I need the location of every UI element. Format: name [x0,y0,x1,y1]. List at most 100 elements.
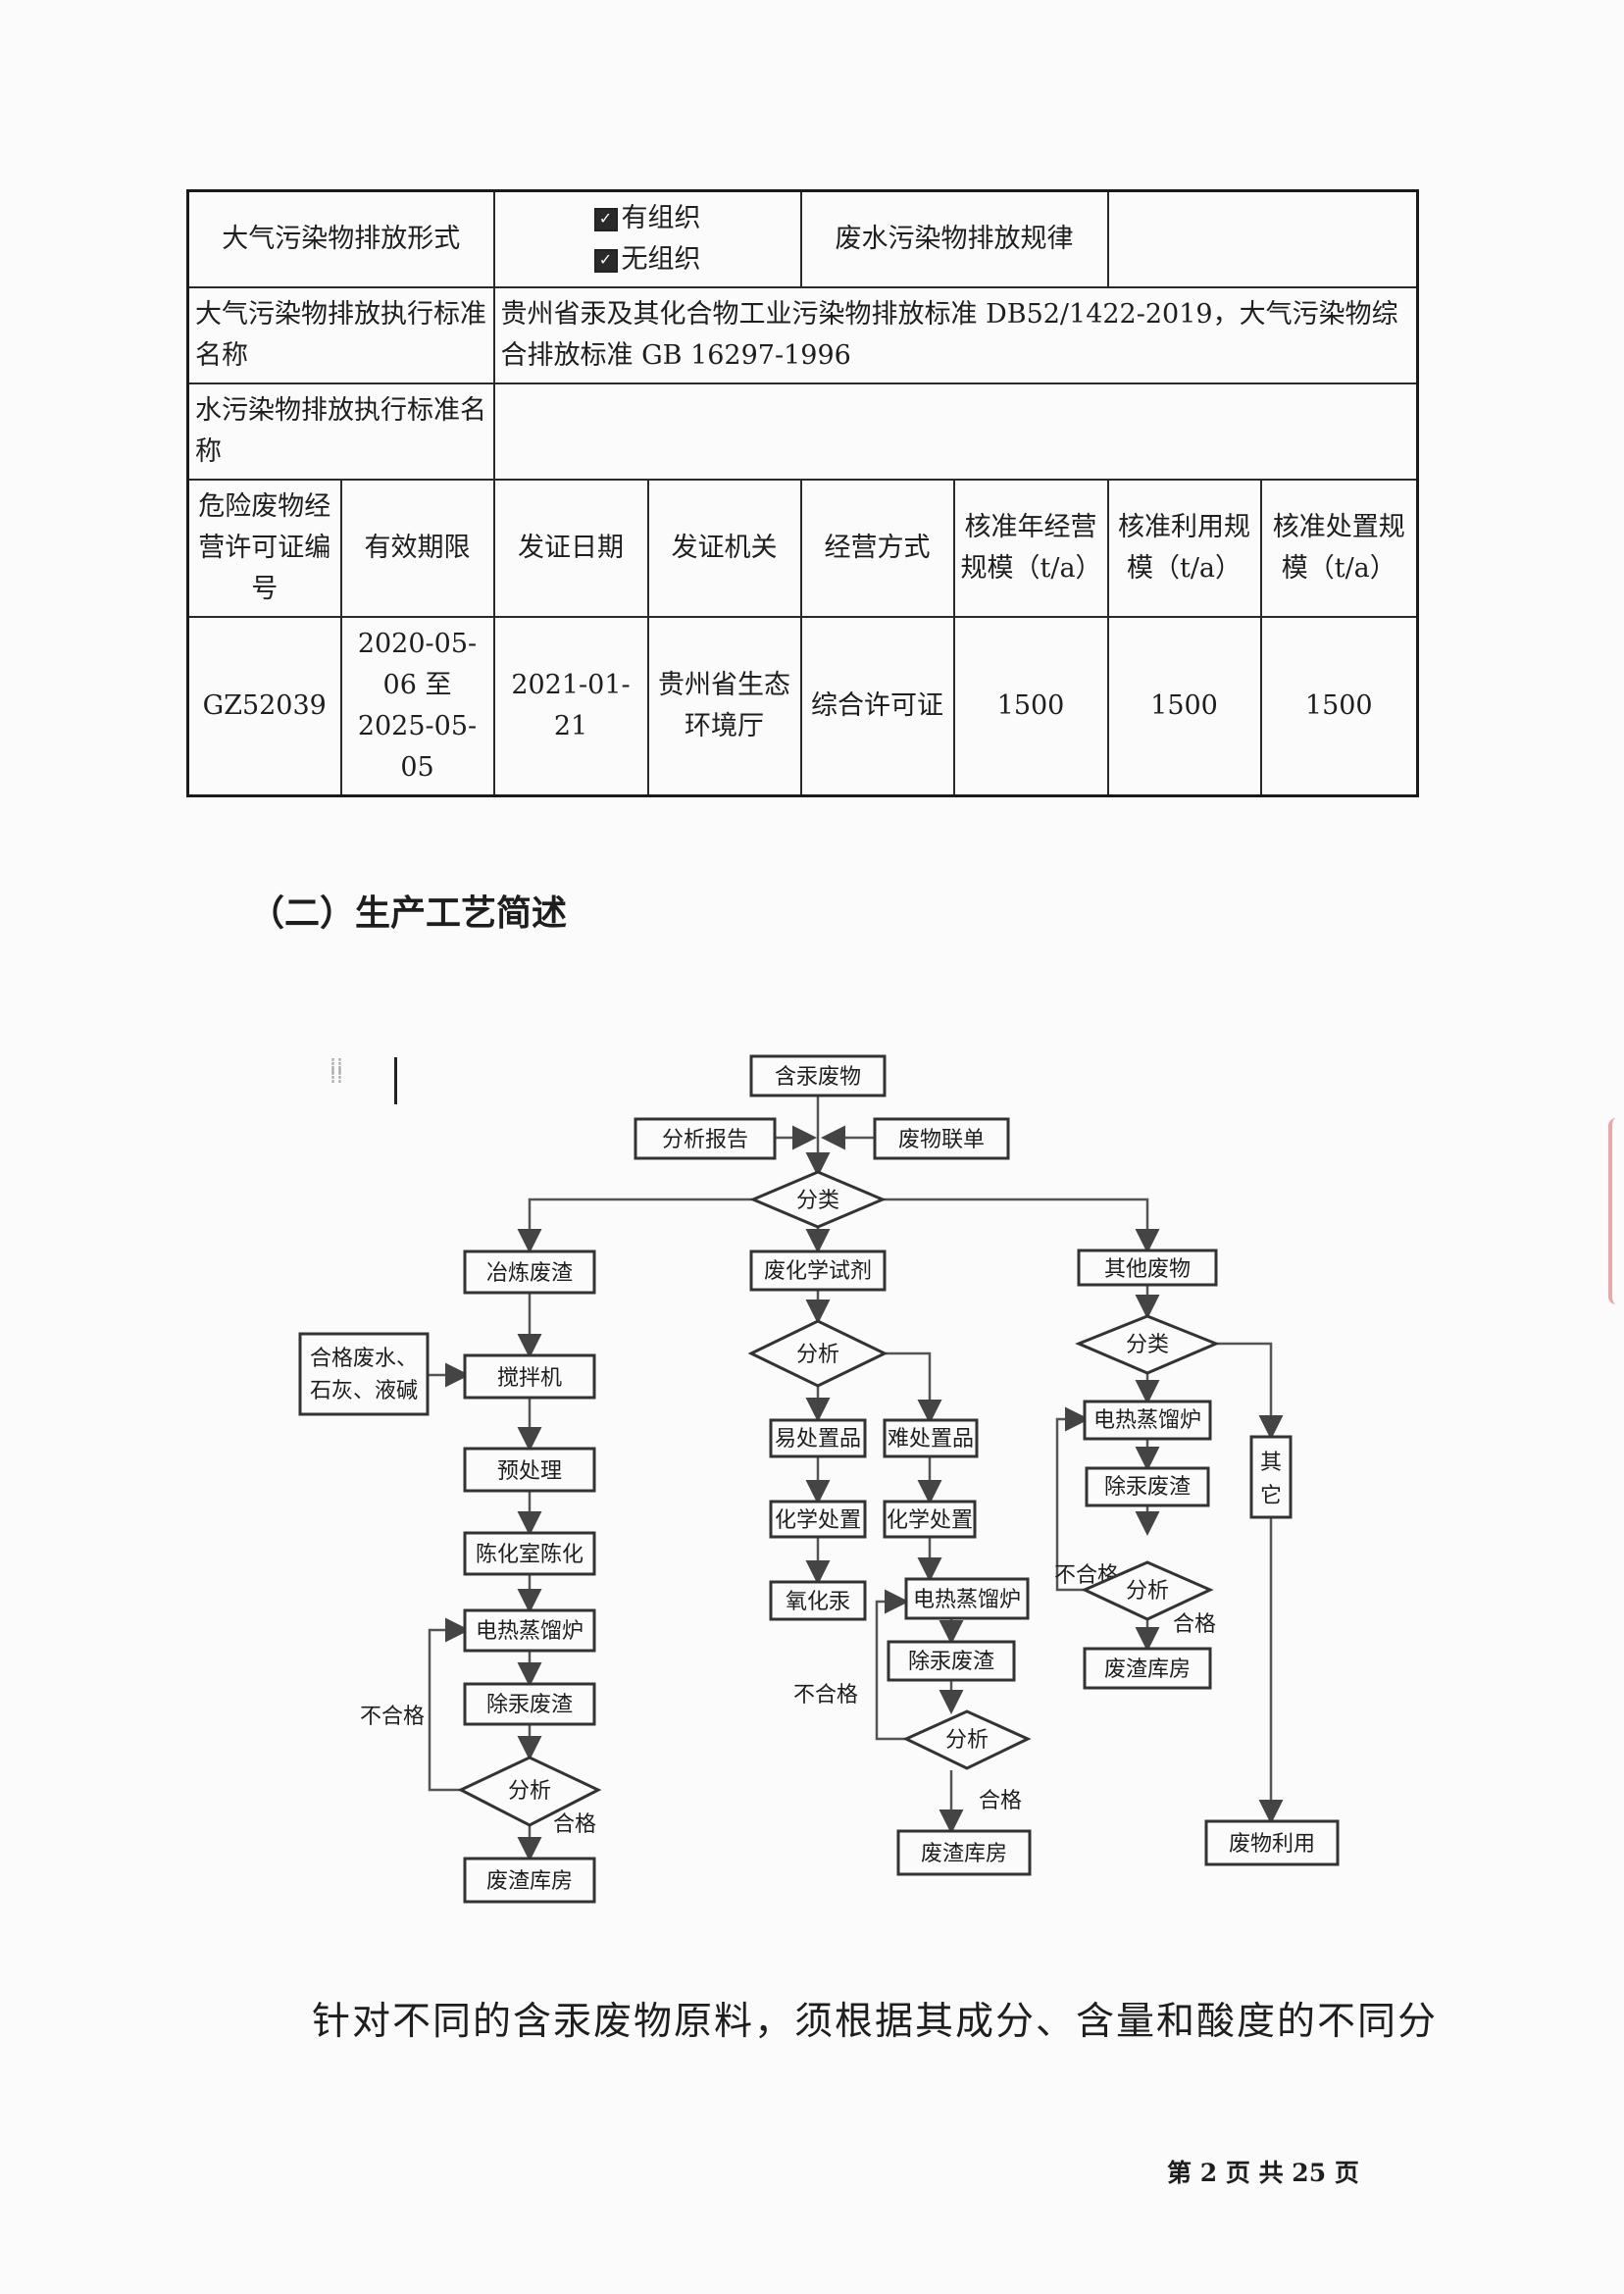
cell-disposal-scale: 1500 [1259,616,1419,797]
header-utilization-scale: 核准利用规模（t/a） [1106,479,1262,618]
air-standard-label: 大气污染物排放执行标准名称 [186,286,495,384]
header-permit-no: 危险废物经营许可证编号 [186,479,342,618]
cell-annual-scale: 1500 [952,616,1109,797]
node-waste-reuse: 废物利用 [1204,1819,1340,1866]
node-classify-right: 分类 [1075,1314,1220,1375]
water-standard-label: 水污染物排放执行标准名称 [186,382,495,481]
label-fail-left: 不合格 [360,1705,425,1729]
header-operation-mode: 经营方式 [799,479,955,618]
svg-text:电热蒸馏炉: 电热蒸馏炉 [476,1619,584,1644]
wastewater-rule-value [1106,189,1419,288]
label-fail-middle: 不合格 [793,1683,858,1708]
svg-text:搅拌机: 搅拌机 [497,1366,562,1391]
node-analyze-middle-2: 分析 [902,1709,1032,1770]
svg-text:分析: 分析 [508,1779,551,1804]
header-issuer: 发证机关 [646,479,802,618]
node-analysis-report: 分析报告 [634,1117,777,1160]
checked-box-icon[interactable]: ✓ [593,207,618,231]
svg-text:合格废水、: 合格废水、 [310,1347,418,1371]
cell-permit-no: GZ52039 [186,616,342,797]
cell-operation-mode: 综合许可证 [799,616,955,797]
node-other: 其 它 [1249,1435,1293,1519]
svg-text:分析: 分析 [945,1728,989,1753]
header-annual-scale: 核准年经营规模（t/a） [952,479,1109,618]
svg-text:分析报告: 分析报告 [662,1128,748,1152]
node-electric-furnace-middle: 电热蒸馏炉 [904,1577,1030,1620]
svg-text:除汞废渣: 除汞废渣 [1104,1475,1191,1500]
node-classify: 分类 [749,1170,887,1229]
water-standard-value [492,382,1419,481]
process-flowchart: 含汞废物 分析报告 废物联单 分类 冶炼废渣 合格废水、 石灰、液碱 搅拌机 预… [298,1054,1340,1904]
svg-text:电热蒸馏炉: 电热蒸馏炉 [913,1588,1021,1612]
node-residue-store-left: 废渣库房 [463,1857,596,1904]
header-disposal-scale: 核准处置规模（t/a） [1259,479,1419,618]
node-analyze-middle: 分析 [747,1319,888,1388]
node-demercury-residue-right: 除汞废渣 [1085,1466,1210,1507]
svg-text:其他废物: 其他废物 [1104,1257,1191,1282]
node-electric-furnace-right: 电热蒸馏炉 [1083,1400,1212,1441]
header-validity: 有效期限 [339,479,495,618]
cell-utilization-scale: 1500 [1106,616,1262,797]
svg-text:冶炼废渣: 冶炼废渣 [486,1261,573,1286]
svg-text:除汞废渣: 除汞废渣 [908,1650,994,1674]
node-waste-manifest: 废物联单 [873,1117,1010,1160]
svg-text:废化学试剂: 废化学试剂 [764,1259,872,1284]
svg-text:石灰、液碱: 石灰、液碱 [310,1379,418,1403]
svg-text:其: 其 [1260,1451,1282,1475]
svg-text:废物利用: 废物利用 [1229,1832,1315,1857]
flow-connectors [428,1096,1284,1861]
node-demercury-residue-left: 除汞废渣 [463,1682,596,1726]
option-unorganized[interactable]: ✓无组织 [501,239,794,280]
wastewater-rule-label: 废水污染物排放规律 [799,189,1109,288]
body-paragraph: 针对不同的含汞废物原料，须根据其成分、含量和酸度的不同分 [312,2000,1439,2044]
node-aging-room: 陈化室陈化 [463,1531,596,1576]
label-pass-left: 合格 [553,1812,596,1837]
page-number: 2 [1199,2159,1218,2187]
page-total: 25 [1292,2159,1327,2187]
svg-text:难处置品: 难处置品 [888,1427,974,1452]
svg-text:废渣库房: 废渣库房 [1104,1657,1191,1682]
node-analyze-left: 分析 [457,1756,602,1827]
header-issue-date: 发证日期 [492,479,649,618]
svg-text:分类: 分类 [796,1189,839,1213]
node-other-waste: 其他废物 [1077,1249,1218,1287]
node-additives: 合格废水、 石灰、液碱 [298,1332,430,1416]
node-residue-store-right: 废渣库房 [1083,1647,1212,1690]
svg-text:预处理: 预处理 [497,1459,562,1484]
svg-text:除汞废渣: 除汞废渣 [486,1693,573,1717]
node-mercury-waste: 含汞废物 [749,1054,887,1097]
svg-text:它: 它 [1260,1484,1282,1508]
svg-text:分析: 分析 [1126,1579,1169,1604]
svg-text:废物联单: 废物联单 [898,1128,985,1152]
page-footer: 第 2 页 共 25 页 [1167,2159,1359,2187]
section-title: （二）生产工艺简述 [249,893,568,934]
node-residue-store-middle: 废渣库房 [896,1829,1032,1876]
air-standard-value: 贵州省汞及其化合物工业污染物排放标准 DB52/1422-2019，大气污染物综… [492,286,1419,384]
node-demercury-residue-middle: 除汞废渣 [887,1640,1016,1682]
svg-text:电热蒸馏炉: 电热蒸馏炉 [1093,1408,1201,1433]
svg-text:分析: 分析 [796,1343,839,1367]
svg-text:化学处置: 化学处置 [887,1508,973,1533]
text-cursor [394,1057,397,1104]
node-easy-disposal: 易处置品 [769,1418,867,1458]
node-analyze-right: 分析 [1081,1560,1214,1621]
svg-text:化学处置: 化学处置 [775,1508,861,1533]
node-waste-chemicals: 废化学试剂 [749,1249,887,1292]
cell-issue-date: 2021-01-21 [492,616,649,797]
option-organized[interactable]: ✓有组织 [501,198,794,239]
node-chemical-treatment-2: 化学处置 [883,1500,977,1539]
air-emission-form-label: 大气污染物排放形式 [186,189,495,288]
svg-text:废渣库房: 废渣库房 [486,1869,573,1894]
svg-text:易处置品: 易处置品 [775,1427,861,1452]
node-mercury-oxide: 氧化汞 [769,1580,867,1621]
cell-issuer: 贵州省生态环境厅 [646,616,802,797]
node-mixer: 搅拌机 [463,1353,596,1400]
node-smelting-residue: 冶炼废渣 [463,1249,596,1295]
node-chemical-treatment-1: 化学处置 [769,1500,867,1539]
checked-box-icon[interactable]: ✓ [593,248,618,273]
label-pass-right: 合格 [1173,1612,1216,1637]
permit-info-table: 大气污染物排放形式 ✓有组织 ✓无组织 废水污染物排放规律 大气污染物排放执行标… [186,189,1419,797]
node-pretreatment: 预处理 [463,1447,596,1493]
svg-text:废渣库房: 废渣库房 [921,1842,1007,1866]
air-emission-form-options: ✓有组织 ✓无组织 [492,189,802,288]
